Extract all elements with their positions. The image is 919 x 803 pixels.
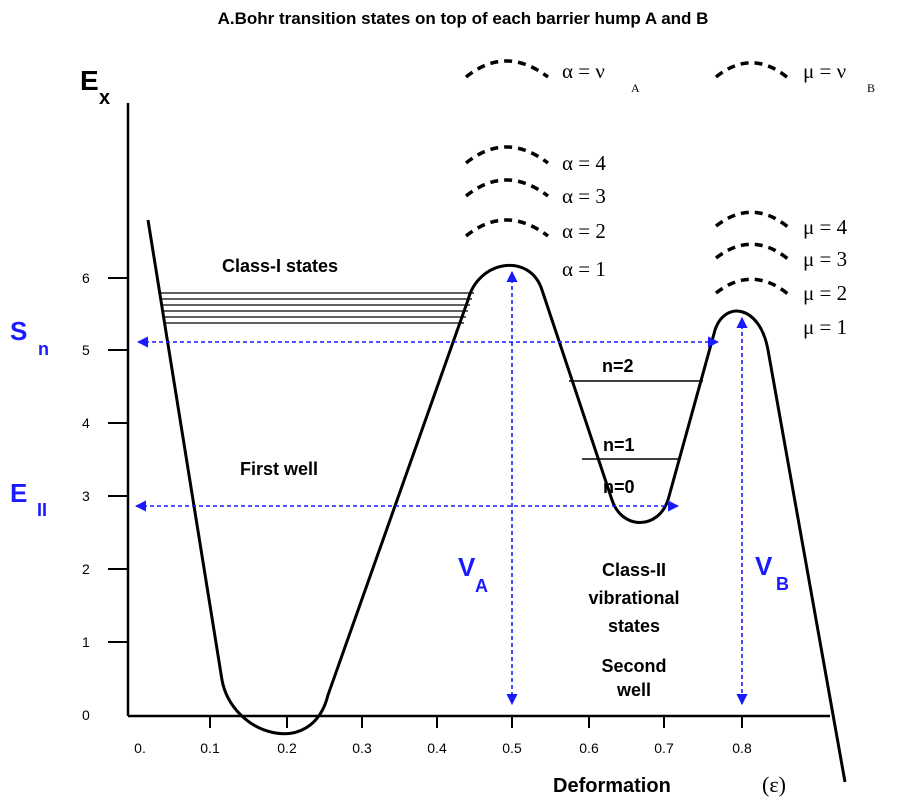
alpha-4-label: α = 4 <box>562 151 606 175</box>
n2-label: n=2 <box>602 356 634 376</box>
arc-mu-4 <box>714 210 790 229</box>
y-tick-label-6: 6 <box>82 270 90 286</box>
alpha-2-label: α = 2 <box>562 219 606 243</box>
y-tick-label-3: 3 <box>82 488 90 504</box>
first-well-label: First well <box>240 459 318 479</box>
mu-4-label: μ = 4 <box>803 215 848 239</box>
arc-mu-2 <box>714 277 790 296</box>
x-tick-label-0.5: 0.5 <box>502 740 522 756</box>
class2-label-line1: Class-II <box>602 560 666 580</box>
mu-3-label: μ = 3 <box>803 247 847 271</box>
va-label: V <box>458 552 476 582</box>
mu-nuB-label: μ = ν <box>803 59 846 83</box>
y-axis-label-sub: x <box>99 87 110 109</box>
x-tick-label-0.3: 0.3 <box>352 740 372 756</box>
x-axis-label-symbol: (ε) <box>762 772 786 797</box>
barrier-b-state-arcs <box>714 61 790 296</box>
x-axis-label: Deformation <box>553 775 671 797</box>
y-tick-label-2: 2 <box>82 561 90 577</box>
blue-guides <box>134 270 748 706</box>
n1-label: n=1 <box>603 435 635 455</box>
mu-1-label: μ = 1 <box>803 315 847 339</box>
vb-label: V <box>755 551 773 581</box>
class1-state-levels <box>160 292 474 324</box>
n0-label: n=0 <box>603 477 635 497</box>
axes <box>108 103 830 728</box>
arc-alpha-4 <box>464 145 550 165</box>
eii-label: E <box>10 478 27 508</box>
sn-label-sub: n <box>38 339 49 359</box>
class2-label-line2: vibrational <box>588 588 679 608</box>
x-tick-label-0.1: 0.1 <box>200 740 220 756</box>
y-axis-label: E <box>80 65 99 96</box>
x-tick-label-0.6: 0.6 <box>579 740 599 756</box>
eii-label-sub: II <box>37 500 47 520</box>
class2-label-line3: states <box>608 616 660 636</box>
va-label-sub: A <box>475 576 488 596</box>
y-tick-label-4: 4 <box>82 415 90 431</box>
alpha-nuA-label: α = ν <box>562 59 605 83</box>
x-tick-label-0.8: 0.8 <box>732 740 752 756</box>
alpha-3-label: α = 3 <box>562 184 606 208</box>
barrier-a-state-arcs <box>464 59 550 238</box>
arc-mu-nuB <box>714 61 790 80</box>
alpha-nuA-label-sub: A <box>631 81 640 95</box>
y-tick-label-0: 0 <box>82 707 90 723</box>
x-tick-label-0: 0. <box>134 740 146 756</box>
sn-label: S <box>10 316 27 346</box>
arc-alpha-3 <box>464 178 550 198</box>
x-tick-label-0.4: 0.4 <box>427 740 447 756</box>
x-tick-label-0.2: 0.2 <box>277 740 297 756</box>
second-well-label-line2: well <box>616 680 651 700</box>
y-tick-label-1: 1 <box>82 634 90 650</box>
mu-nuB-label-sub: B <box>867 81 875 95</box>
second-well-label-line1: Second <box>601 656 666 676</box>
arc-mu-3 <box>714 242 790 261</box>
arc-alpha-nuA <box>464 59 550 79</box>
diagram-title: A.Bohr transition states on top of each … <box>218 9 709 28</box>
alpha-1-label: α = 1 <box>562 257 606 281</box>
arc-alpha-2 <box>464 218 550 238</box>
y-tick-label-5: 5 <box>82 342 90 358</box>
double-humped-potential-curve <box>146 219 847 783</box>
class1-states-label: Class-I states <box>222 256 338 276</box>
x-tick-label-0.7: 0.7 <box>654 740 674 756</box>
mu-2-label: μ = 2 <box>803 281 847 305</box>
vb-label-sub: B <box>776 574 789 594</box>
